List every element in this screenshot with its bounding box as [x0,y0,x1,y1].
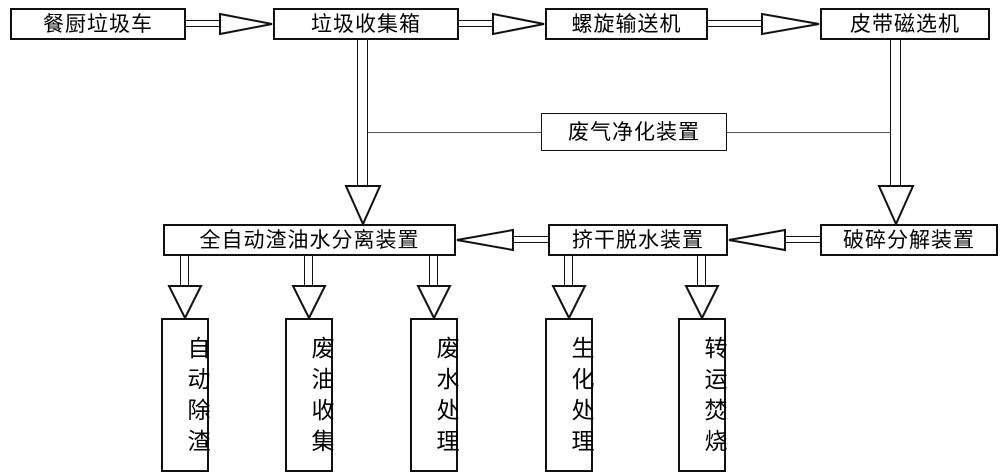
connector-conveyor-to-magsep-shaft [708,20,761,27]
node-food-waste-truck[interactable]: 餐厨垃圾车 [10,8,186,40]
arrow-dewater-to-biochem [551,285,587,321]
connector-oilwater-to-water-shaft [429,256,438,285]
node-crushing-decomposition-device[interactable]: 破碎分解装置 [820,224,998,256]
node-auto-slag-removal[interactable]: 自动除渣 [161,318,209,472]
arrow-dewater-to-oilwater [456,228,514,252]
node-screw-conveyor[interactable]: 螺旋输送机 [545,8,708,40]
node-label: 废油收集 [307,336,333,460]
arrow-conveyor-to-magsep [761,12,820,36]
arrow-oilwater-to-oil [291,285,327,321]
arrow-bin-to-conveyor [492,12,545,36]
node-exhaust-gas-purifier[interactable]: 废气净化装置 [541,113,727,151]
arrow-bin-down-to-oilwater [344,185,382,227]
connector-truck-to-bin-shaft [186,20,219,27]
arrow-oilwater-to-slag [167,285,203,321]
connector-dewater-to-oilwater-shaft [513,236,548,243]
connector-magsep-down-shaft [890,40,901,185]
node-label: 全自动渣油水分离装置 [199,227,420,252]
connector-bin-to-conveyor-shaft [459,20,492,27]
node-squeeze-dewatering-device[interactable]: 挤干脱水装置 [548,224,728,256]
connector-dewater-to-incin-shaft [697,256,706,285]
connector-gas-right-branch [727,132,890,133]
connector-oilwater-to-oil-shaft [304,256,313,285]
connector-crusher-to-dewater-shaft [785,236,820,243]
node-waste-collection-bin[interactable]: 垃圾收集箱 [273,8,459,40]
node-label: 废气净化装置 [568,119,700,144]
arrow-crusher-to-dewater [728,228,786,252]
node-label: 废水处理 [432,336,458,460]
node-label: 皮带磁选机 [850,11,960,36]
connector-gas-left-branch [368,132,541,133]
node-label: 生化处理 [567,336,593,460]
node-transfer-incineration[interactable]: 转运焚烧 [678,318,726,472]
connector-oilwater-to-slag-shaft [180,256,189,285]
arrow-truck-to-bin [219,12,273,36]
node-belt-magnetic-separator[interactable]: 皮带磁选机 [820,8,990,40]
arrow-dewater-to-incin [684,285,720,321]
node-label: 挤干脱水装置 [572,227,704,252]
node-auto-residue-oil-water-separator[interactable]: 全自动渣油水分离装置 [163,224,456,256]
node-wastewater-treatment[interactable]: 废水处理 [410,318,458,472]
node-label: 餐厨垃圾车 [43,11,153,36]
node-label: 转运焚烧 [700,336,726,460]
node-label: 垃圾收集箱 [311,11,421,36]
node-biochemical-treatment[interactable]: 生化处理 [545,318,593,472]
arrow-magsep-down-to-crusher [877,185,915,227]
node-label: 破碎分解装置 [843,227,975,252]
arrow-oilwater-to-water [416,285,452,321]
connector-dewater-to-biochem-shaft [564,256,573,285]
connector-bin-down-shaft [357,40,368,185]
node-label: 螺旋输送机 [571,11,682,36]
node-waste-oil-collection[interactable]: 废油收集 [285,318,333,472]
node-label: 自动除渣 [183,336,209,460]
